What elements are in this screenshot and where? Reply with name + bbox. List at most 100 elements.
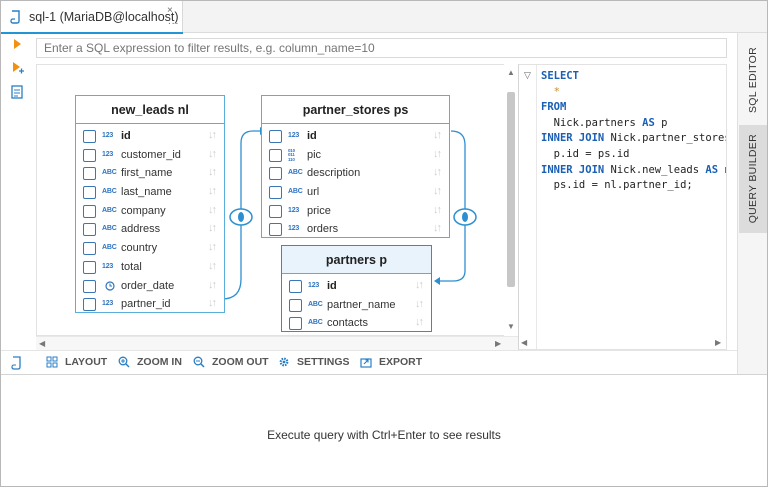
diagram-vertical-scrollbar[interactable]: ▲ ▼: [504, 64, 518, 336]
sort-icon[interactable]: ↓↑: [433, 203, 442, 216]
sort-icon[interactable]: ↓↑: [208, 203, 217, 216]
sort-icon[interactable]: ↓↑: [208, 241, 217, 254]
column-checkbox[interactable]: [269, 167, 282, 181]
more-icon[interactable]: ...: [168, 16, 180, 27]
column-checkbox[interactable]: [289, 298, 302, 312]
column-checkbox[interactable]: [83, 186, 96, 200]
zoom-out-button[interactable]: ZOOM OUT: [193, 356, 269, 368]
column-name: description: [307, 167, 361, 180]
column-checkbox[interactable]: [83, 279, 96, 293]
column-checkbox[interactable]: [83, 167, 96, 181]
join-icon[interactable]: [229, 208, 253, 226]
column-checkbox[interactable]: [83, 242, 96, 256]
diagram-horizontal-scrollbar[interactable]: ◀ ▶: [36, 336, 518, 350]
scroll-thumb[interactable]: [507, 92, 515, 287]
column-checkbox[interactable]: [269, 204, 282, 218]
run-script-icon[interactable]: [10, 61, 24, 75]
scroll-right-icon[interactable]: ▶: [495, 339, 502, 348]
sort-icon[interactable]: ↓↑: [415, 316, 424, 329]
zoom-in-button[interactable]: ZOOM IN: [118, 356, 182, 368]
sort-icon[interactable]: ↓↑: [208, 278, 217, 291]
column-checkbox[interactable]: [269, 186, 282, 200]
scroll-up-icon[interactable]: ▲: [507, 68, 515, 77]
sort-icon[interactable]: ↓↑: [433, 222, 442, 235]
zoom-in-label: ZOOM IN: [137, 356, 182, 368]
column-checkbox[interactable]: [289, 317, 302, 331]
gear-icon: [278, 356, 290, 368]
run-query-icon[interactable]: [10, 37, 24, 51]
scroll-right-icon[interactable]: ▶: [715, 338, 722, 347]
settings-button[interactable]: SETTINGS: [278, 356, 350, 368]
sort-icon[interactable]: ↓↑: [433, 147, 442, 160]
filter-input[interactable]: [36, 38, 727, 58]
column-checkbox[interactable]: [269, 130, 282, 143]
sql-horizontal-scrollbar[interactable]: ◀ ▶: [519, 337, 726, 349]
column-checkbox[interactable]: [83, 148, 96, 162]
sort-icon[interactable]: ↓↑: [208, 166, 217, 179]
join-icon[interactable]: [453, 208, 477, 226]
sort-icon[interactable]: ↓↑: [415, 297, 424, 310]
tab-query-builder[interactable]: QUERY BUILDER: [739, 125, 767, 233]
column-checkbox[interactable]: [289, 280, 302, 293]
sort-icon[interactable]: ↓↑: [433, 185, 442, 198]
sort-icon[interactable]: ↓↑: [433, 166, 442, 179]
sort-icon[interactable]: ↓↑: [208, 222, 217, 235]
export-button[interactable]: EXPORT: [360, 356, 422, 368]
sort-icon[interactable]: ↓↑: [415, 279, 424, 291]
column-checkbox[interactable]: [83, 298, 96, 312]
column-checkbox[interactable]: [83, 204, 96, 218]
table-title[interactable]: partners p: [282, 246, 431, 274]
scroll-left-icon[interactable]: ◀: [39, 339, 46, 348]
chevron-down-icon[interactable]: ▽: [524, 70, 531, 80]
export-label: EXPORT: [379, 356, 423, 368]
column-checkbox[interactable]: [83, 130, 96, 143]
column-row[interactable]: order_date↓↑: [76, 277, 224, 296]
scroll-down-icon[interactable]: ▼: [507, 322, 515, 331]
sort-icon[interactable]: ↓↑: [208, 259, 217, 272]
column-checkbox[interactable]: [83, 223, 96, 237]
explain-plan-icon[interactable]: [10, 85, 24, 99]
table-title[interactable]: partner_stores ps: [262, 96, 449, 124]
column-checkbox[interactable]: [83, 260, 96, 274]
sort-icon[interactable]: ↓↑: [208, 297, 217, 310]
string-type-icon: ABC: [288, 188, 303, 196]
sort-icon[interactable]: ↓↑: [208, 185, 217, 198]
column-checkbox[interactable]: [269, 148, 282, 162]
tab-sql-1[interactable]: sql-1 (MariaDB@localhost) × ...: [1, 1, 183, 34]
table-title[interactable]: new_leads nl: [76, 96, 224, 124]
sort-icon[interactable]: ↓↑: [208, 147, 217, 160]
sort-icon[interactable]: ↓↑: [208, 129, 217, 141]
column-name: id: [307, 130, 317, 142]
column-checkbox[interactable]: [269, 223, 282, 237]
script-icon[interactable]: [11, 356, 23, 370]
sort-icon[interactable]: ↓↑: [433, 129, 442, 141]
tab-sql-editor[interactable]: SQL EDITOR: [739, 37, 767, 123]
scroll-left-icon[interactable]: ◀: [521, 338, 528, 347]
layout-button[interactable]: LAYOUT: [46, 356, 107, 368]
close-icon[interactable]: ×: [167, 5, 173, 16]
sql-line: INNER JOIN Nick.partner_stores ps ON: [541, 131, 726, 147]
